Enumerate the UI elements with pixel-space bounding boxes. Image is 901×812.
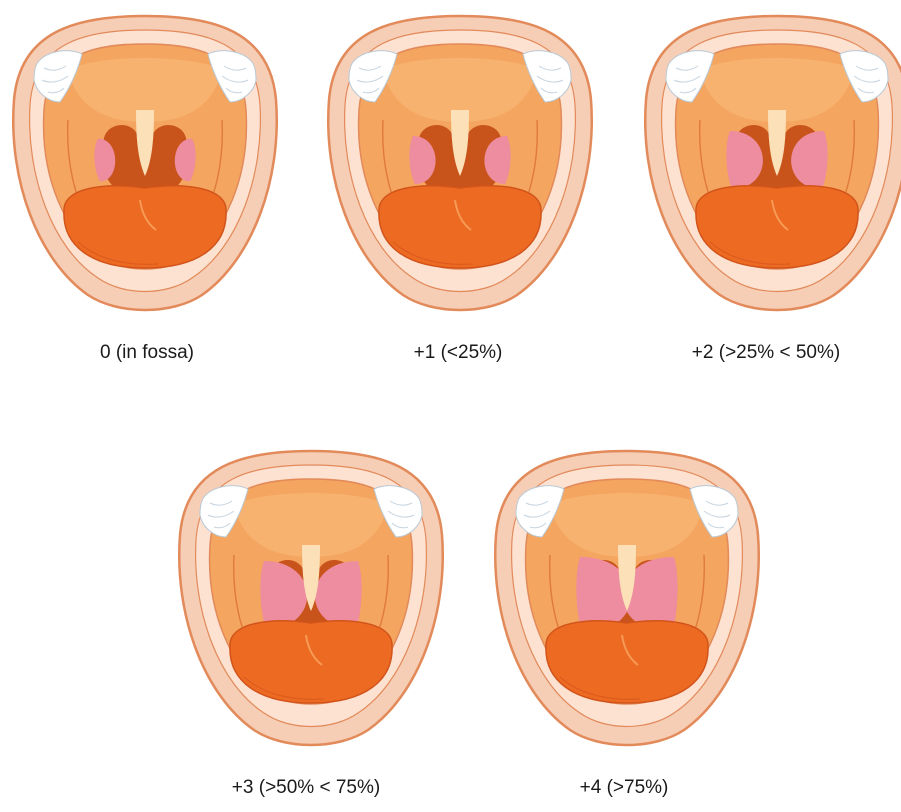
mouth-illustration-grade-0 — [8, 10, 282, 320]
tongue — [230, 621, 392, 703]
mouth-illustration-grade-3 — [174, 445, 448, 755]
mouth-illustration-grade-4 — [490, 445, 764, 755]
tongue — [64, 186, 226, 268]
grade-label-0: 0 (in fossa) — [100, 342, 194, 364]
grade-label-2: +2 (>25% < 50%) — [692, 342, 840, 364]
grade-label-3: +3 (>50% < 75%) — [232, 777, 380, 799]
mouth-illustration-grade-2 — [640, 10, 901, 320]
tongue — [379, 186, 541, 268]
tongue — [546, 621, 708, 703]
mouth-illustration-grade-1 — [323, 10, 597, 320]
tongue — [696, 186, 858, 268]
grade-label-4: +4 (>75%) — [580, 777, 669, 799]
grade-label-1: +1 (<25%) — [414, 342, 503, 364]
